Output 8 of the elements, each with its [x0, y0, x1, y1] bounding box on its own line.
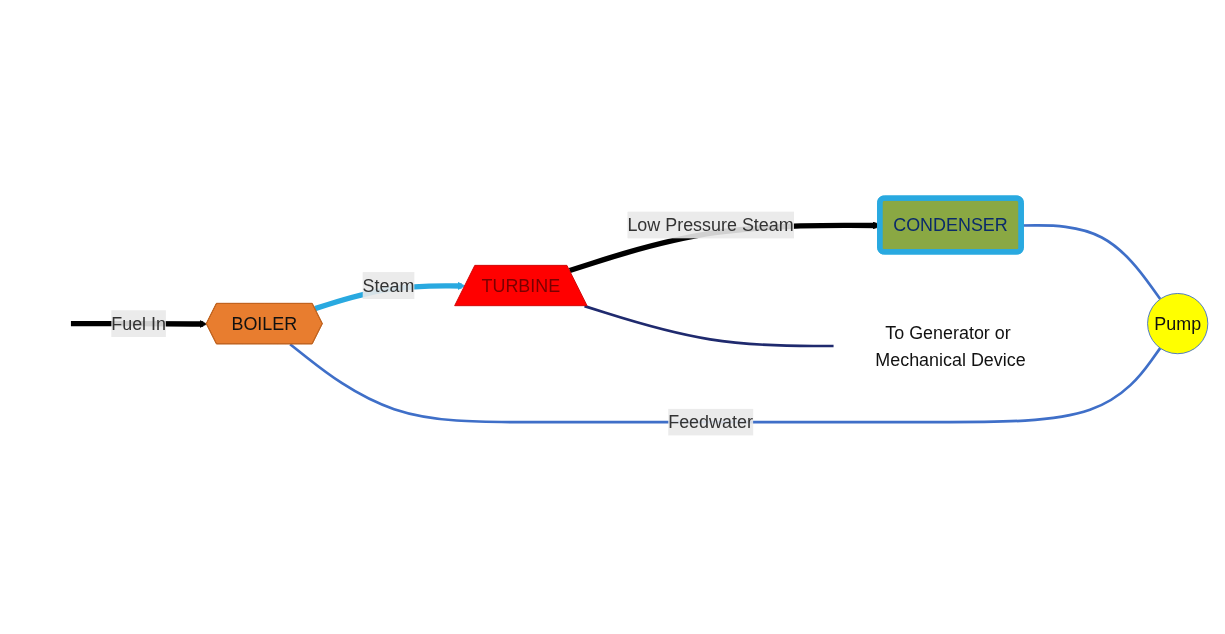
edge-label: Low Pressure Steam	[627, 215, 794, 236]
connector	[584, 304, 834, 348]
node-circle: Pump	[1147, 293, 1209, 355]
edge-label: Feedwater	[668, 412, 753, 433]
node-text: To Generator or Mechanical Device	[875, 322, 1026, 370]
edge-label: Fuel In	[111, 313, 167, 334]
connector	[289, 343, 1162, 424]
edge-label: Steam	[362, 275, 415, 296]
